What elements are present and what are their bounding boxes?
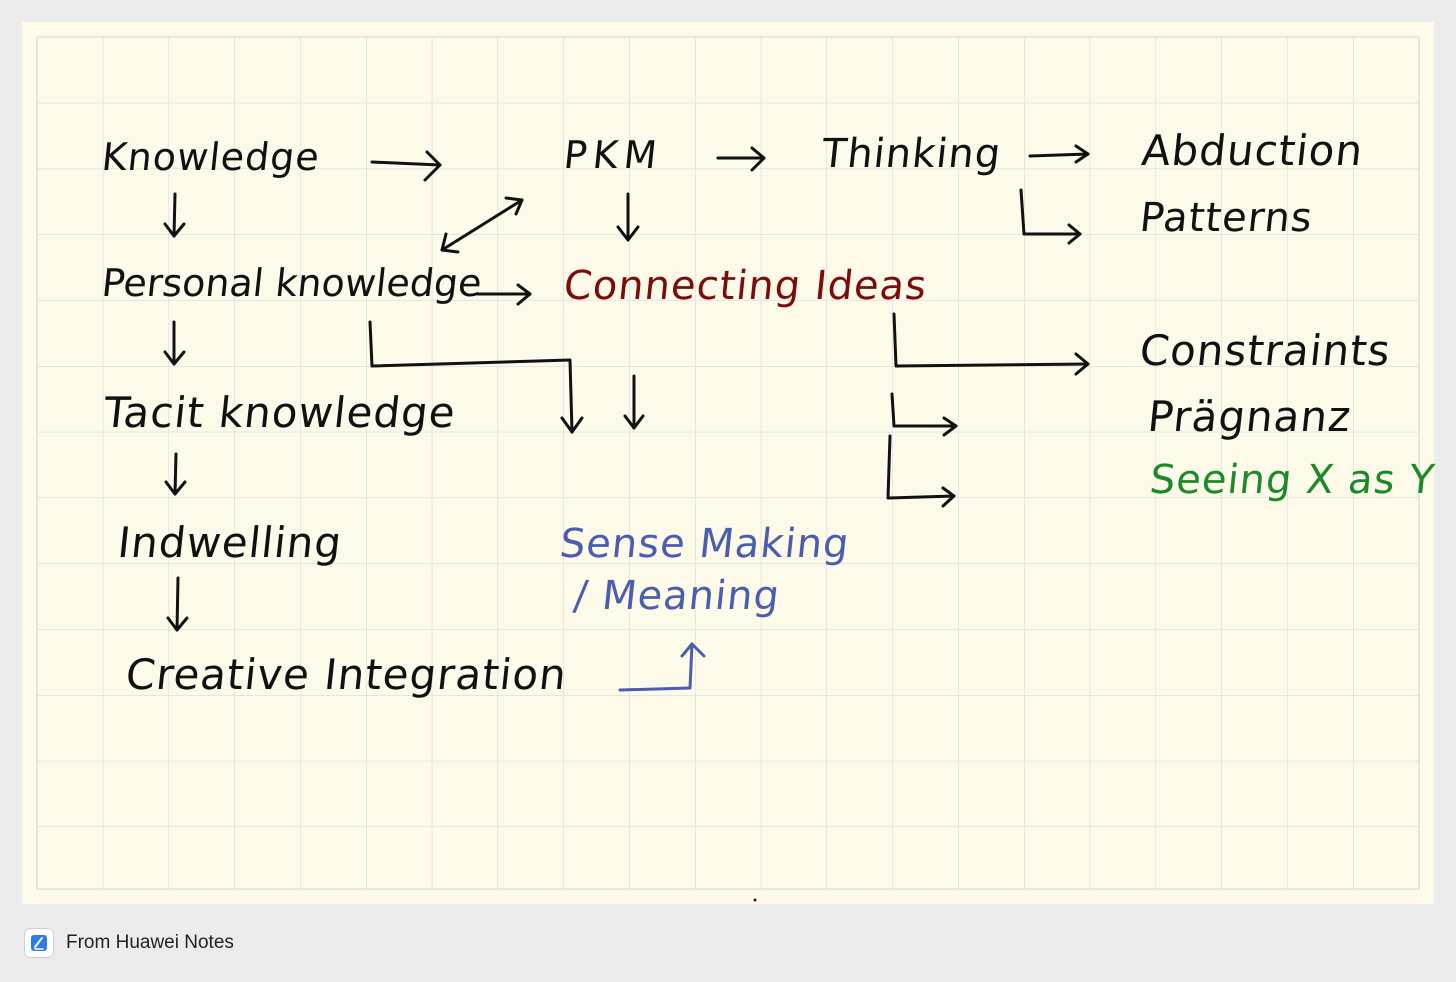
node-creative-integration: Creative Integration [123,650,570,699]
arrow-tacit-down [173,452,178,496]
node-indwelling: Indwelling [115,518,345,567]
arrow-connecting-to-pragnanz [890,392,958,428]
note-sheet: Knowledge PKM Thinking Abduction Pattern… [22,22,1438,904]
node-meaning: / Meaning [571,573,783,619]
huawei-notes-icon[interactable] [24,928,54,958]
node-sense-making: Sense Making [557,521,852,567]
arrow-personal-elbow-to-sense [368,320,574,434]
node-constraints: Constraints [1137,326,1394,375]
grid-background [36,36,1420,902]
node-connecting-ideas: Connecting Ideas [561,263,930,309]
node-abduction: Abduction [1139,126,1366,175]
node-pragnanz: Prägnanz [1145,392,1354,441]
node-patterns: Patterns [1137,195,1316,241]
arrow-knowledge-down [172,192,177,238]
footer-source-text: From Huawei Notes [66,932,234,953]
arrow-indwelling-down [175,576,180,632]
node-seeing-x-as-y: Seeing X as Y [1147,457,1438,503]
footer: From Huawei Notes [24,928,234,958]
arrow-knowledge-to-pkm [370,160,442,167]
arrow-connecting-to-seeing [886,434,956,500]
node-knowledge: Knowledge [99,135,323,179]
node-pkm: PKM [561,133,665,177]
arrow-connecting-to-constraints [892,312,1090,368]
arrow-creative-to-meaning [618,642,694,692]
node-personal-knowledge: Personal knowledge [99,261,484,305]
arrow-thinking-to-patterns [1019,188,1082,236]
arrow-thinking-to-abduction [1028,152,1090,158]
node-thinking: Thinking [819,131,1004,177]
node-tacit-knowledge: Tacit knowledge [101,388,459,437]
arrow-personal-pkm-bidirectional [440,198,524,252]
arrows-layer [163,144,1090,692]
